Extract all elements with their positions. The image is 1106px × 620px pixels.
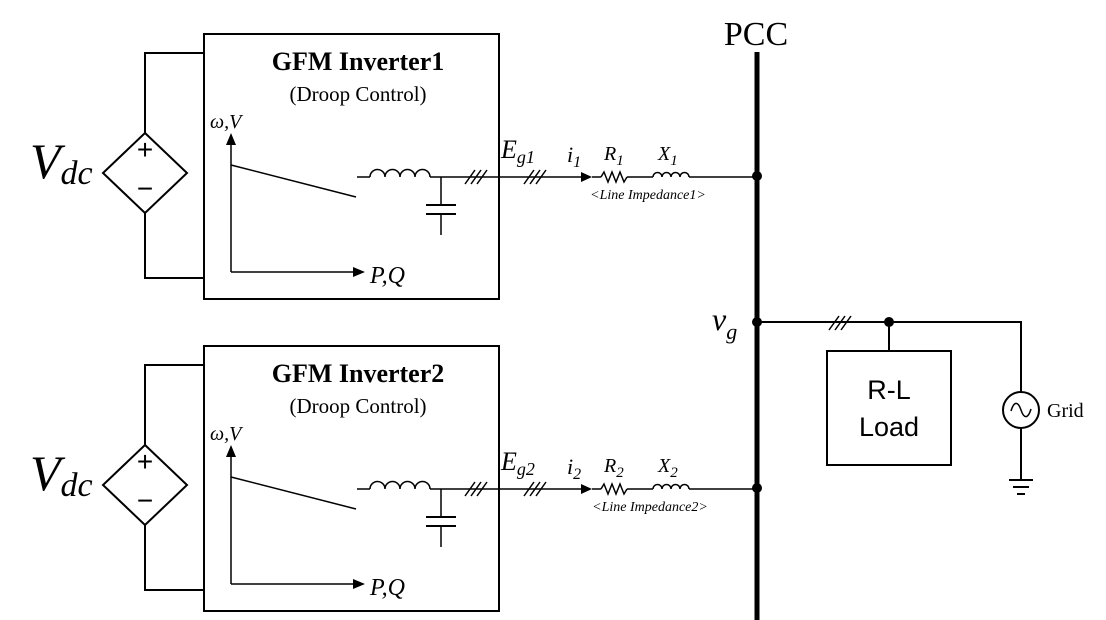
plus-sign: +: [137, 446, 153, 477]
x-axis-arrow-icon: [353, 267, 365, 277]
x2-label: X2: [657, 455, 678, 481]
three-phase-mark-outer: [523, 481, 547, 497]
eg1-label: Eg1: [500, 135, 535, 167]
resistor-1: [600, 169, 628, 185]
inverter-1-branch: + − Vdc GFM Inverter1 (Droop Control) ω,…: [30, 33, 762, 300]
dc-source-diamond: [101, 131, 189, 215]
plus-sign: +: [137, 134, 153, 165]
three-phase-mark-feeder: [828, 315, 852, 331]
rl-load-box: [826, 350, 952, 466]
eg2-label: Eg2: [500, 447, 535, 479]
droop-curve: [230, 164, 357, 198]
current-1-arrow-icon: [581, 172, 592, 182]
three-phase-mark-outer: [523, 169, 547, 185]
inverter-1-title: GFM Inverter1: [272, 47, 445, 76]
pcc-junction-2: [752, 483, 762, 493]
dc-wire-bottom: [144, 213, 204, 279]
droop-x-label: P,Q: [369, 575, 405, 601]
vdc-label: Vdc: [30, 133, 93, 192]
ground-icon: [1009, 479, 1033, 495]
y-axis-arrow-icon: [226, 445, 236, 457]
filter-inductor: [369, 480, 431, 490]
load-line-2: Load: [859, 412, 919, 442]
r2-label: R2: [603, 455, 624, 481]
dc-wire-bottom: [144, 525, 204, 591]
current-2-arrow-icon: [581, 484, 592, 494]
droop-y-label: ω,V: [210, 423, 244, 445]
droop-y-label: ω,V: [210, 111, 244, 133]
load-line-1: R-L: [867, 375, 911, 405]
inverter-2-box: [203, 345, 500, 612]
inverter-2-title: GFM Inverter2: [272, 359, 445, 388]
dc-wire-top: [144, 364, 204, 445]
i2-label: i2: [567, 454, 581, 483]
sine-wave-icon: [1010, 402, 1032, 418]
droop-x-label: P,Q: [369, 263, 405, 289]
r1-label: R1: [603, 143, 624, 169]
resistor-2: [600, 481, 628, 497]
three-phase-mark-inner: [464, 481, 488, 497]
vg-label: vg: [712, 301, 737, 344]
filter-inductor: [369, 168, 431, 178]
droop-curve: [230, 476, 357, 510]
inverter-1-subtitle: (Droop Control): [289, 82, 426, 106]
minus-sign: −: [137, 173, 153, 204]
pcc-label: PCC: [724, 16, 788, 53]
minus-sign: −: [137, 485, 153, 516]
inverter-2-subtitle: (Droop Control): [289, 394, 426, 418]
y-axis-arrow-icon: [226, 133, 236, 145]
vdc-label: Vdc: [30, 445, 93, 504]
three-phase-mark-inner: [464, 169, 488, 185]
reactor-1: [652, 171, 690, 178]
load-grid-branch: vg R-L Load Grid: [712, 301, 1084, 495]
dc-wire-top: [144, 52, 204, 133]
inverter-1-box: [203, 33, 500, 300]
line-impedance-1-caption: <Line Impedance1>: [590, 188, 706, 203]
grid-label: Grid: [1047, 400, 1084, 422]
inverter-2-branch: + − Vdc GFM Inverter2 (Droop Control) ω,…: [30, 345, 762, 612]
pcc-junction-1: [752, 171, 762, 181]
reactor-2: [652, 483, 690, 490]
grid-feeder-wire: [757, 321, 1022, 393]
x-axis-arrow-icon: [353, 579, 365, 589]
line-impedance-2-caption: <Line Impedance2>: [592, 500, 708, 515]
x1-label: X1: [657, 143, 678, 169]
i1-label: i1: [567, 142, 581, 171]
dc-source-diamond: [101, 443, 189, 527]
